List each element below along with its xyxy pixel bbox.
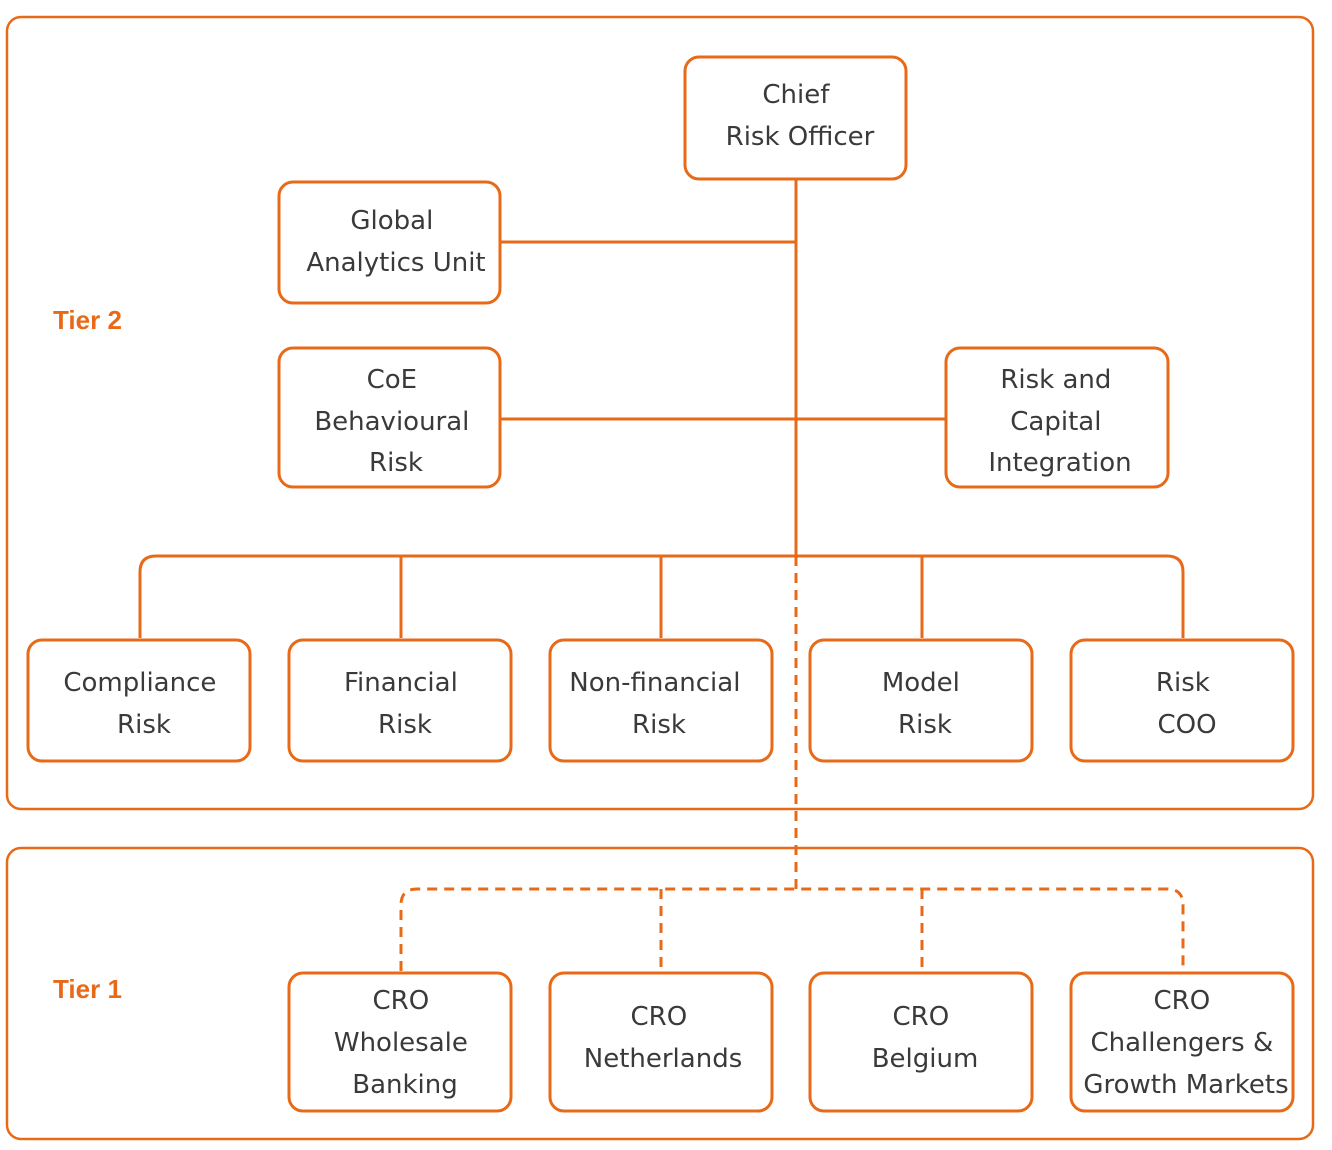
box-coe-behavioural-risk xyxy=(277,346,502,489)
financial-risk-label: Financial Risk xyxy=(344,668,466,740)
tier2-panel xyxy=(5,15,1315,811)
box-risk-coo xyxy=(1069,638,1295,763)
cro-wholesale-banking-label: CRO Wholesale Banking xyxy=(334,986,476,1100)
box-compliance-risk xyxy=(26,638,252,763)
model-risk-label: Model Risk xyxy=(882,668,968,740)
box-cro-wholesale-banking xyxy=(287,971,513,1113)
cro-challengers-growth-label: CRO Challengers & Growth Markets xyxy=(1083,986,1288,1100)
cro-belgium-label: CRO Belgium xyxy=(872,1002,979,1074)
tier1-panel xyxy=(5,846,1315,1141)
chief-risk-officer-label: Chief Risk Officer xyxy=(726,80,875,152)
node-boxes xyxy=(26,55,1295,1113)
node-labels: Chief Risk Officer Global Analytics Unit… xyxy=(63,80,1288,1100)
risk-capital-integration-label: Risk and Capital Integration xyxy=(988,365,1131,478)
box-non-financial-risk xyxy=(548,638,774,763)
box-cro-challengers-growth xyxy=(1069,971,1295,1113)
global-analytics-unit-label: Global Analytics Unit xyxy=(306,206,485,278)
tier1-label: Tier 1 xyxy=(53,974,122,1004)
risk-coo-label: Risk COO xyxy=(1156,668,1218,740)
box-global-analytics-unit xyxy=(277,180,502,305)
tier1-bus xyxy=(399,887,1185,971)
tier2-label: Tier 2 xyxy=(53,305,122,335)
box-model-risk xyxy=(808,638,1034,763)
solid-connectors xyxy=(138,179,1185,638)
box-financial-risk xyxy=(287,638,513,763)
box-cro-netherlands xyxy=(548,971,774,1113)
compliance-risk-label: Compliance Risk xyxy=(63,668,224,740)
box-risk-capital-integration xyxy=(944,346,1170,489)
cro-netherlands-label: CRO Netherlands xyxy=(584,1002,743,1074)
box-cro-belgium xyxy=(808,971,1034,1113)
box-chief-risk-officer xyxy=(683,55,908,181)
coe-behavioural-risk-label: CoE Behavioural Risk xyxy=(314,365,477,478)
non-financial-risk-label: Non-financial Risk xyxy=(569,668,748,740)
dashed-connectors xyxy=(399,556,1185,971)
